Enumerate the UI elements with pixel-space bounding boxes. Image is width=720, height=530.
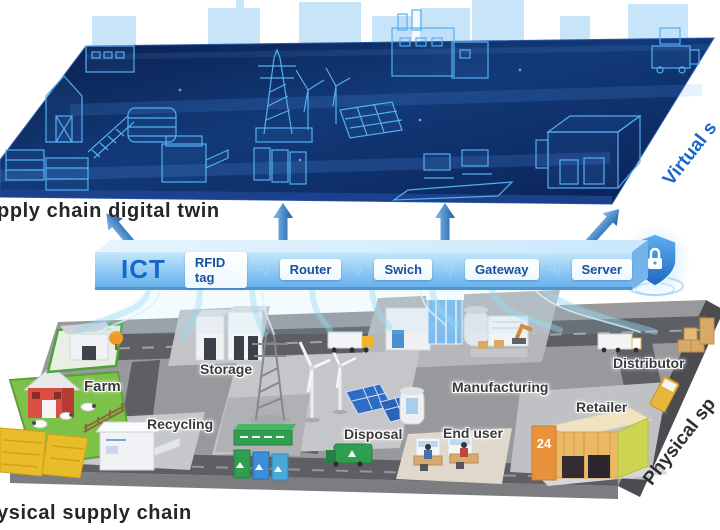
ghost-building-silhouettes	[92, 0, 688, 46]
device-chip-switch: Swich	[374, 259, 433, 280]
wireframe-truck	[651, 27, 700, 74]
fence	[83, 403, 125, 433]
wireframe-storage	[85, 45, 135, 73]
device-chip-router: Router	[279, 259, 342, 280]
wifi-signal-icon	[256, 263, 268, 276]
wireframe-barn	[45, 75, 83, 143]
power-tower-illustration	[250, 325, 290, 425]
ict-bar: ICT RFID tag Router Swich Gateway Server	[95, 240, 648, 290]
manufacturing-label: Manufacturing	[452, 379, 549, 395]
wifi-signal-icon	[548, 263, 560, 276]
data-streak-bands	[0, 44, 710, 204]
wifi-signal-icon	[351, 263, 363, 276]
retailer-illustration: 24	[531, 407, 668, 486]
physical-supply-chain-title: ysical supply chain	[0, 502, 192, 524]
wireframe-end-user	[392, 149, 514, 201]
wireframe-containers	[5, 149, 89, 191]
platform-bottom-side	[10, 470, 618, 499]
up-arrow-icon	[585, 209, 620, 246]
recycle-bins-illustration	[233, 424, 296, 481]
wireframe-factory	[391, 9, 489, 79]
delivery-truck	[327, 331, 373, 353]
wireframe-recycler	[161, 135, 229, 183]
up-arrow-icon	[273, 203, 293, 251]
recycling-machine-illustration	[94, 421, 181, 471]
tank-illustration	[399, 387, 425, 425]
ict-bar-front: ICT RFID tag Router Swich Gateway Server	[95, 251, 632, 290]
device-chip-rfid-tag: RFID tag	[184, 251, 247, 288]
wireframe-solar-panels	[339, 101, 403, 139]
garbage-truck	[326, 443, 373, 467]
virtual-wireframes	[5, 9, 700, 201]
supply-chain-digital-twin-title: pply chain digital twin	[0, 200, 220, 222]
end-user-illustration	[413, 435, 479, 471]
device-chip-gateway: Gateway	[465, 259, 539, 280]
ict-label: ICT	[121, 254, 166, 284]
physical-space-platform: 24	[0, 290, 720, 499]
storage-label: Storage	[200, 361, 253, 377]
end-user-label: End user	[443, 425, 503, 441]
wireframe-power-tower	[258, 48, 296, 135]
virtual-space-panel	[0, 0, 715, 205]
device-chip-server: Server	[571, 259, 632, 280]
distributor-label: Distributor	[613, 355, 685, 371]
ict-bar-end-face	[632, 240, 648, 290]
yellow-van	[649, 376, 680, 413]
data-streams	[75, 287, 658, 341]
manufacturing-illustration	[385, 294, 533, 359]
retailer-24-sign: 24	[537, 436, 552, 451]
barn-illustration	[46, 322, 124, 374]
cardboard-boxes	[677, 317, 715, 353]
distributor-truck	[597, 333, 642, 353]
recycling-label: Recycling	[147, 416, 214, 432]
retailer-label: Retailer	[576, 399, 628, 415]
wireframe-retailer	[535, 114, 642, 189]
ict-bar-top-face	[95, 240, 648, 252]
farm-label: Farm	[84, 378, 121, 395]
wireframe-bin-station	[253, 127, 313, 185]
disposal-label: Disposal	[344, 426, 403, 442]
sheep	[32, 402, 96, 429]
storage-illustration	[195, 306, 268, 361]
wind-turbines-illustration	[298, 341, 357, 423]
up-arrow-icon	[435, 203, 455, 251]
wifi-signal-icon	[442, 263, 453, 276]
wireframe-conveyor	[87, 115, 135, 159]
wireframe-wind-turbines	[295, 67, 351, 130]
